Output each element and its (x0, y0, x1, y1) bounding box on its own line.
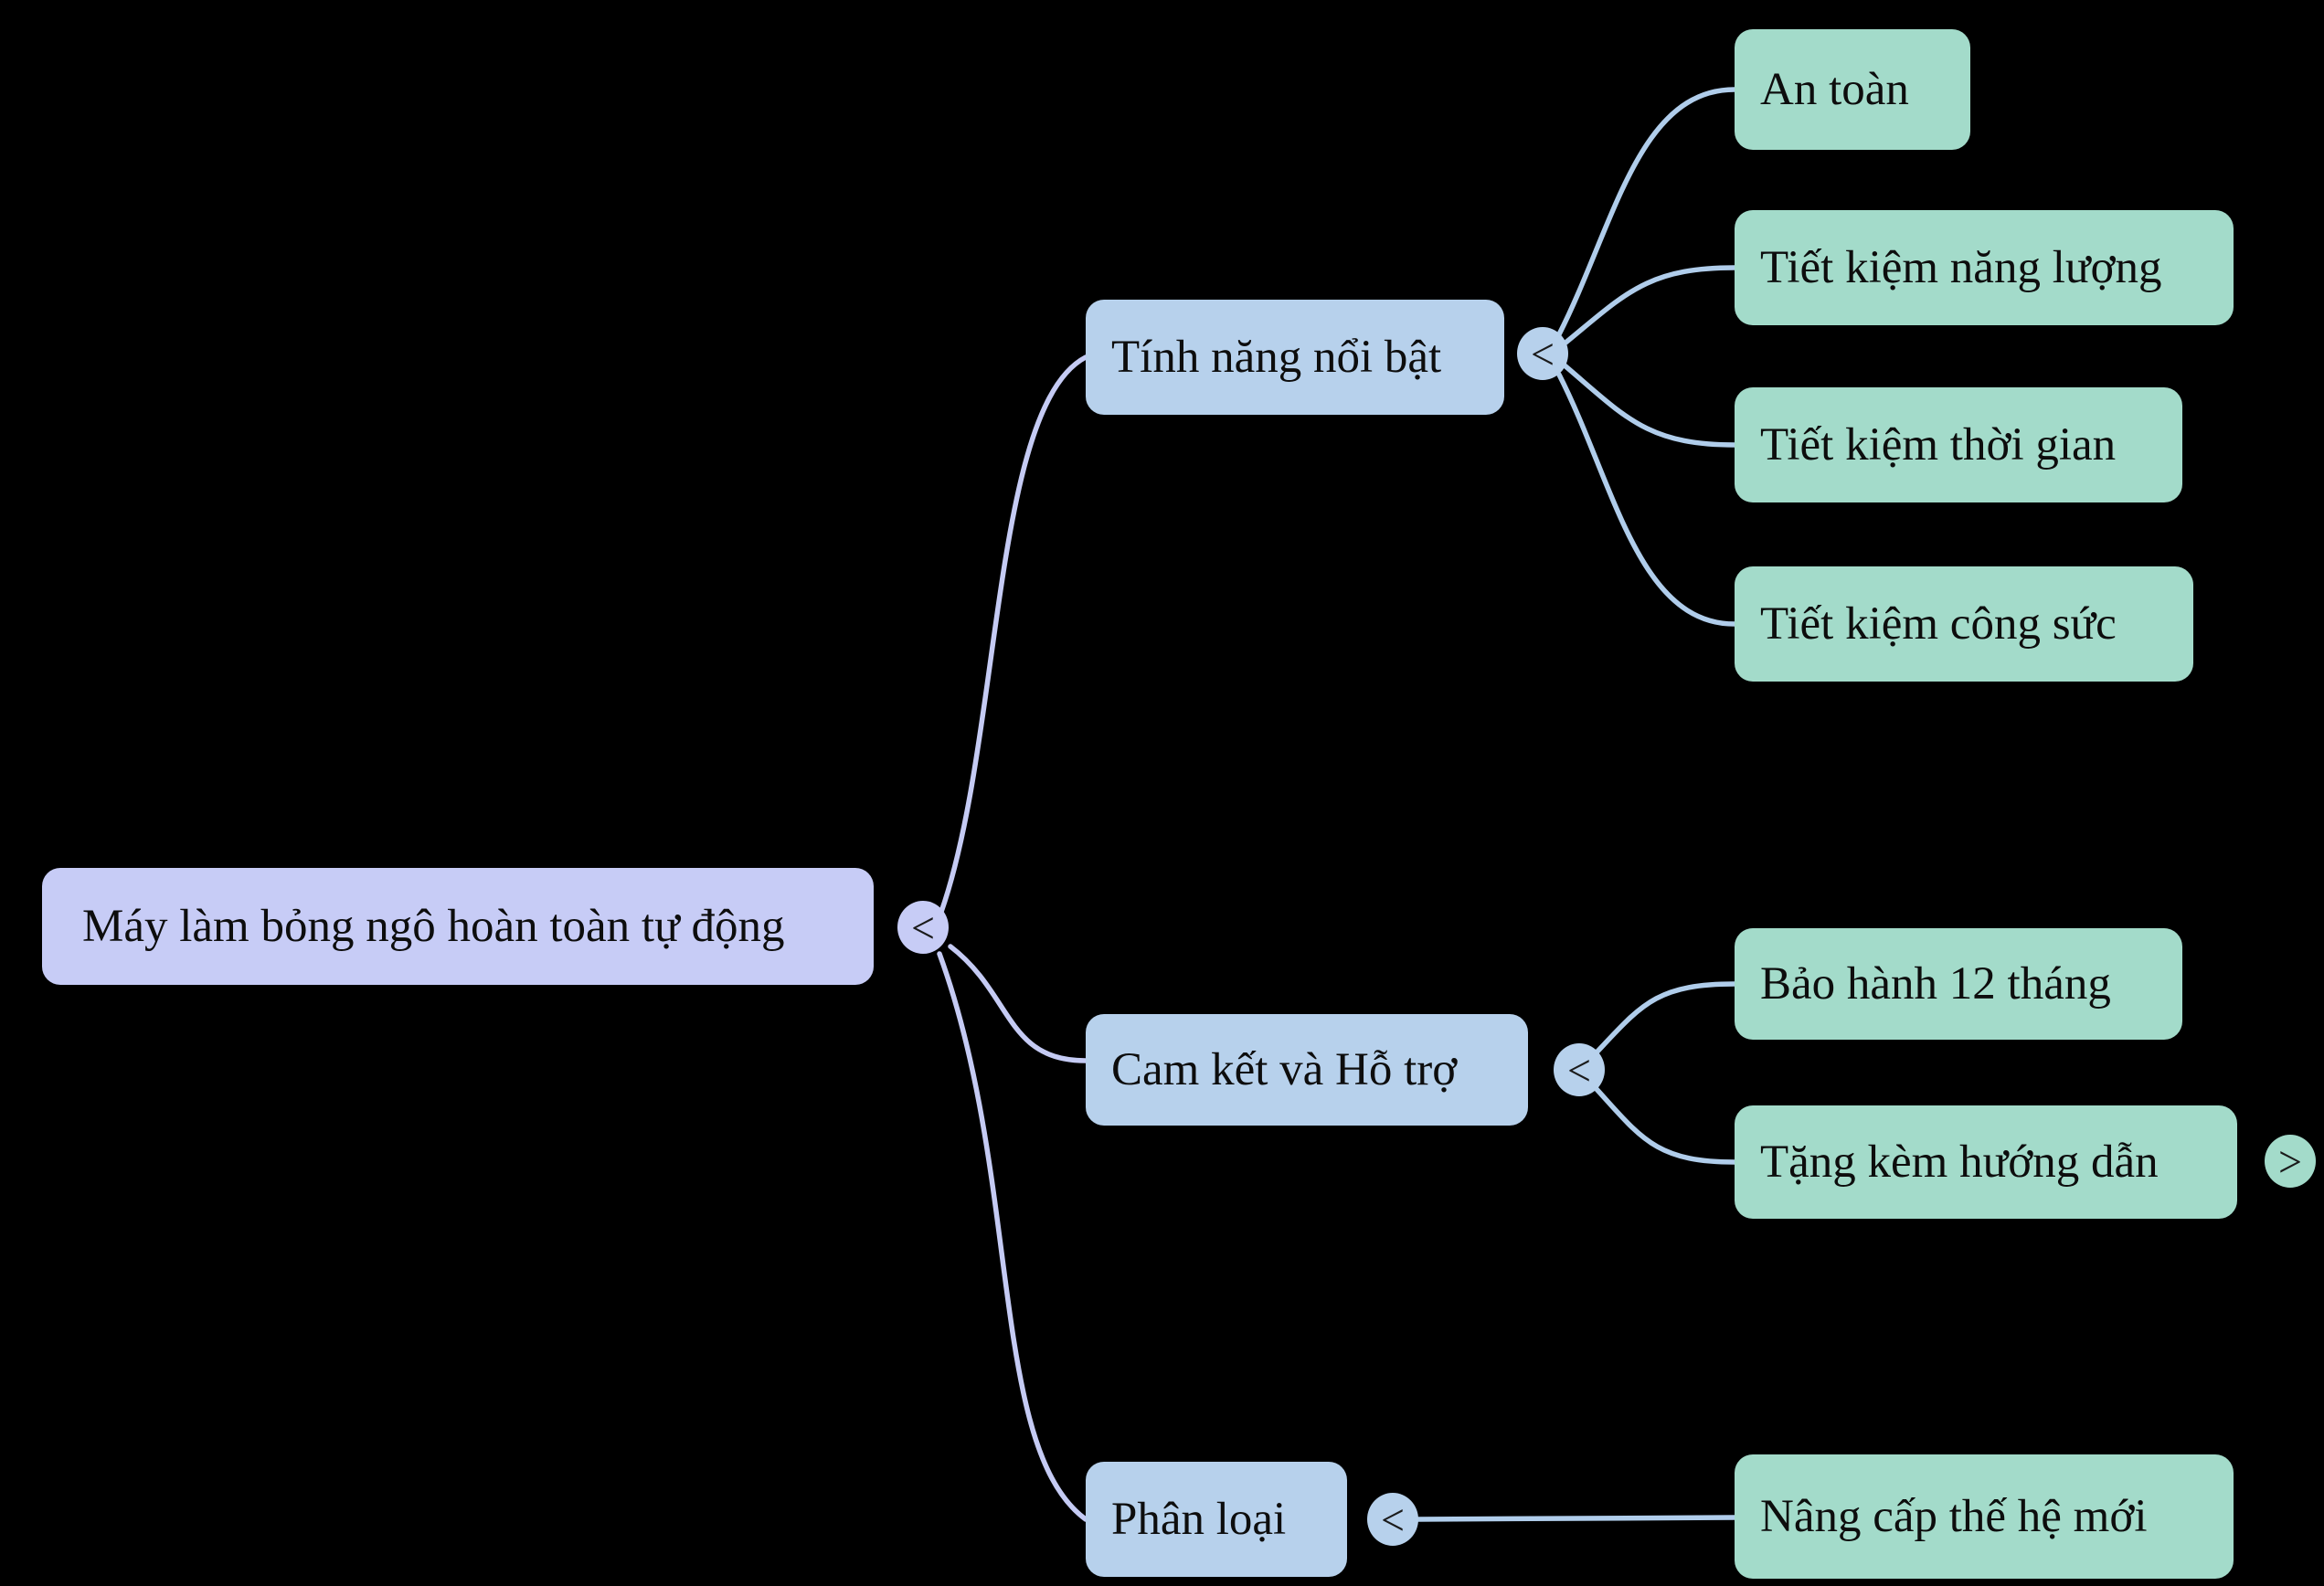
tinh-nang-collapse-toggle[interactable]: < (1517, 327, 1568, 380)
node-thoi-gian-label: Tiết kiệm thời gian (1760, 418, 2117, 471)
node-cam-ket-va-ho-tro[interactable]: Cam kết và Hỗ trợ (1086, 1014, 1528, 1126)
node-nang-luong-label: Tiết kiệm năng lượng (1760, 241, 2162, 293)
edge-root-to-tinh-nang (939, 354, 1088, 915)
node-tiet-kiem-cong-suc[interactable]: Tiết kiệm công sức (1735, 566, 2193, 682)
node-tinh-nang-label: Tính năng nổi bật (1111, 331, 1442, 383)
node-an-toan[interactable]: An toàn (1735, 29, 1970, 150)
node-root[interactable]: Máy làm bỏng ngô hoàn toàn tự động (42, 868, 874, 985)
node-tang-kem-label: Tặng kèm hướng dẫn (1760, 1136, 2159, 1188)
edge-cam-ket-to-tang-kem (1593, 1085, 1737, 1165)
tang-kem-expand-toggle[interactable]: > (2265, 1135, 2316, 1188)
node-root-label: Máy làm bỏng ngô hoàn toàn tự động (82, 900, 785, 952)
edge-tinh-nang-to-cong-suc (1556, 372, 1737, 627)
chevron-right-icon: > (2278, 1137, 2302, 1186)
chevron-left-icon: < (911, 903, 935, 952)
node-tinh-nang-noi-bat[interactable]: Tính năng nổi bật (1086, 300, 1504, 415)
node-bao-hanh-12-thang[interactable]: Bảo hành 12 tháng (1735, 928, 2182, 1040)
chevron-left-icon: < (1381, 1495, 1405, 1544)
edge-phan-loai-to-nang-cap (1416, 1515, 1737, 1522)
node-tang-kem-huong-dan[interactable]: Tặng kèm hướng dẫn (1735, 1105, 2237, 1219)
phan-loai-collapse-toggle[interactable]: < (1367, 1493, 1418, 1546)
edge-root-to-cam-ket (948, 944, 1088, 1063)
chevron-left-icon: < (1567, 1045, 1591, 1094)
node-bao-hanh-label: Bảo hành 12 tháng (1760, 957, 2111, 1010)
edge-tinh-nang-to-nang-luong (1562, 265, 1737, 346)
edge-tinh-nang-to-thoi-gian (1562, 363, 1737, 448)
edge-tinh-nang-to-an-toan (1556, 87, 1737, 337)
node-cam-ket-label: Cam kết và Hỗ trợ (1111, 1043, 1458, 1095)
edge-cam-ket-to-bao-hanh (1593, 981, 1737, 1056)
cam-ket-collapse-toggle[interactable]: < (1554, 1043, 1605, 1096)
chevron-left-icon: < (1531, 329, 1555, 378)
node-nang-cap-the-he-moi[interactable]: Nâng cấp thế hệ mới (1735, 1454, 2234, 1579)
node-phan-loai-label: Phân loại (1111, 1493, 1287, 1545)
edge-root-to-phan-loai (937, 951, 1088, 1522)
node-an-toan-label: An toàn (1760, 63, 1909, 115)
node-tiet-kiem-nang-luong[interactable]: Tiết kiệm năng lượng (1735, 210, 2234, 325)
node-cong-suc-label: Tiết kiệm công sức (1760, 597, 2117, 650)
node-tiet-kiem-thoi-gian[interactable]: Tiết kiệm thời gian (1735, 387, 2182, 502)
node-phan-loai[interactable]: Phân loại (1086, 1462, 1347, 1577)
node-nang-cap-label: Nâng cấp thế hệ mới (1760, 1490, 2148, 1542)
root-collapse-toggle[interactable]: < (897, 901, 949, 954)
